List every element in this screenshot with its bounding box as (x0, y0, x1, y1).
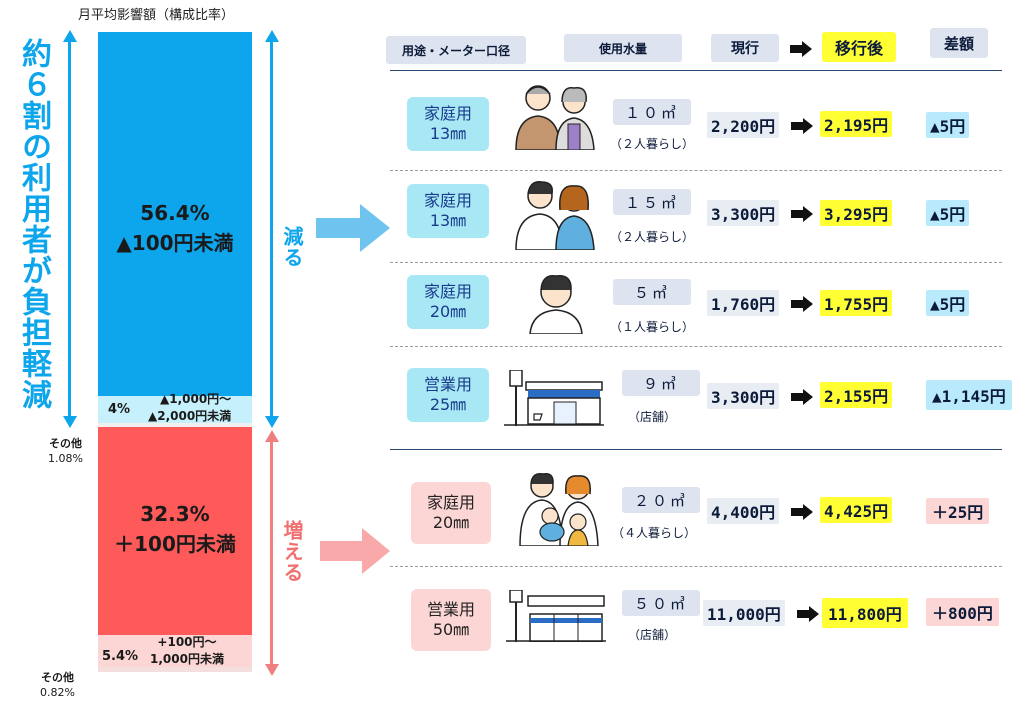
arrow-right-icon (791, 206, 813, 222)
current-price: 2,200円 (707, 112, 780, 138)
group-divider (390, 449, 1002, 450)
increase-pointer-arrow-icon (320, 528, 390, 574)
row-divider (390, 170, 1002, 171)
segment-percent: 32.3% (140, 502, 210, 526)
segment-range-label: +100円～ 1,000円未満 (150, 635, 224, 666)
after-price: 1,755円 (820, 290, 893, 316)
header-volume: 使用水量 (564, 34, 682, 62)
store-icon (504, 370, 604, 426)
after-price: 4,425円 (820, 497, 893, 523)
header-usage: 用途・メーター口径 (386, 36, 526, 64)
header-after: 移行後 (822, 32, 896, 62)
bar-segment-other-1 (98, 423, 252, 427)
decrease-pointer-arrow-icon (316, 204, 390, 252)
bar-segment-other-2 (98, 667, 252, 672)
volume-note: （１人暮らし） (610, 320, 695, 334)
volume-value: ２０㎥ (622, 487, 700, 513)
volume-note: （店舗） (628, 628, 677, 642)
arrow-right-icon (791, 389, 813, 405)
current-price: 3,300円 (707, 200, 780, 226)
volume-note: （２人暮らし） (610, 230, 695, 244)
header-current: 現行 (711, 34, 779, 62)
other-label-2: その他 0.82% (40, 671, 75, 699)
after-price: 11,800円 (822, 598, 908, 628)
diff-value: ＋800円 (926, 598, 999, 626)
volume-note: （店舗） (628, 410, 677, 424)
diff-value: ＋25円 (926, 498, 990, 524)
diff-value: ▲5円 (926, 200, 970, 226)
after-price: 2,155円 (820, 382, 893, 408)
bar-segment-decrease-large: 4% (98, 396, 252, 423)
segment-percent: 5.4% (102, 649, 139, 664)
volume-value: ５㎥ (613, 279, 691, 305)
arrow-right-icon (791, 504, 813, 520)
bar-segment-increase-large: 5.4% (98, 635, 252, 667)
diff-value: ▲1,145円 (926, 380, 1012, 410)
header-diff: 差額 (930, 28, 988, 58)
chart-title: 月平均影響額（構成比率） (78, 8, 235, 23)
row-divider (390, 346, 1002, 347)
left-double-arrow (62, 30, 78, 428)
after-price: 2,195円 (820, 111, 893, 137)
segment-percent: 56.4% (140, 201, 210, 225)
volume-value: ９㎥ (622, 370, 700, 396)
young-couple-icon (515, 181, 595, 250)
other-label-1: その他 1.08% (48, 437, 83, 465)
current-price: 1,760円 (707, 290, 780, 316)
volume-value: ５０㎥ (622, 590, 700, 616)
current-price: 3,300円 (707, 383, 780, 409)
row-divider (390, 566, 1002, 567)
segment-percent: 4% (108, 402, 131, 417)
increase-label: 増える (278, 518, 307, 585)
after-price: 3,295円 (820, 200, 893, 226)
volume-note: （４人暮らし） (612, 526, 697, 540)
bar-segment-increase-small: 32.3% ＋100円未満 (98, 427, 252, 635)
arrow-right-icon (791, 296, 813, 312)
segment-label: ＋100円未満 (114, 532, 236, 556)
elderly-couple-icon (515, 85, 595, 150)
burden-reduction-label: 約６割の利用者が負担軽減 (16, 38, 51, 410)
family-icon (519, 472, 599, 546)
diff-value: ▲5円 (926, 112, 970, 138)
diff-value: ▲5円 (926, 290, 970, 316)
volume-value: １５㎥ (613, 189, 691, 215)
single-person-icon (529, 275, 583, 334)
header-divider (390, 70, 1002, 71)
header-arrow-icon (790, 41, 812, 57)
current-price: 11,000円 (703, 600, 785, 626)
current-price: 4,400円 (707, 498, 780, 524)
bar-segment-decrease-small: 56.4% ▲100円未満 (98, 32, 252, 396)
row-divider (390, 262, 1002, 263)
decrease-label: 減る (278, 224, 307, 270)
large-store-icon (506, 590, 606, 642)
segment-range-label: ▲1,000円～ ▲2,000円未満 (148, 392, 232, 423)
segment-label: ▲100円未満 (116, 231, 234, 255)
volume-value: １０㎥ (613, 99, 691, 125)
arrow-right-icon (797, 606, 819, 622)
arrow-right-icon (791, 118, 813, 134)
decrease-double-arrow (264, 30, 280, 428)
volume-note: （２人暮らし） (610, 137, 695, 151)
increase-double-arrow (264, 430, 280, 676)
